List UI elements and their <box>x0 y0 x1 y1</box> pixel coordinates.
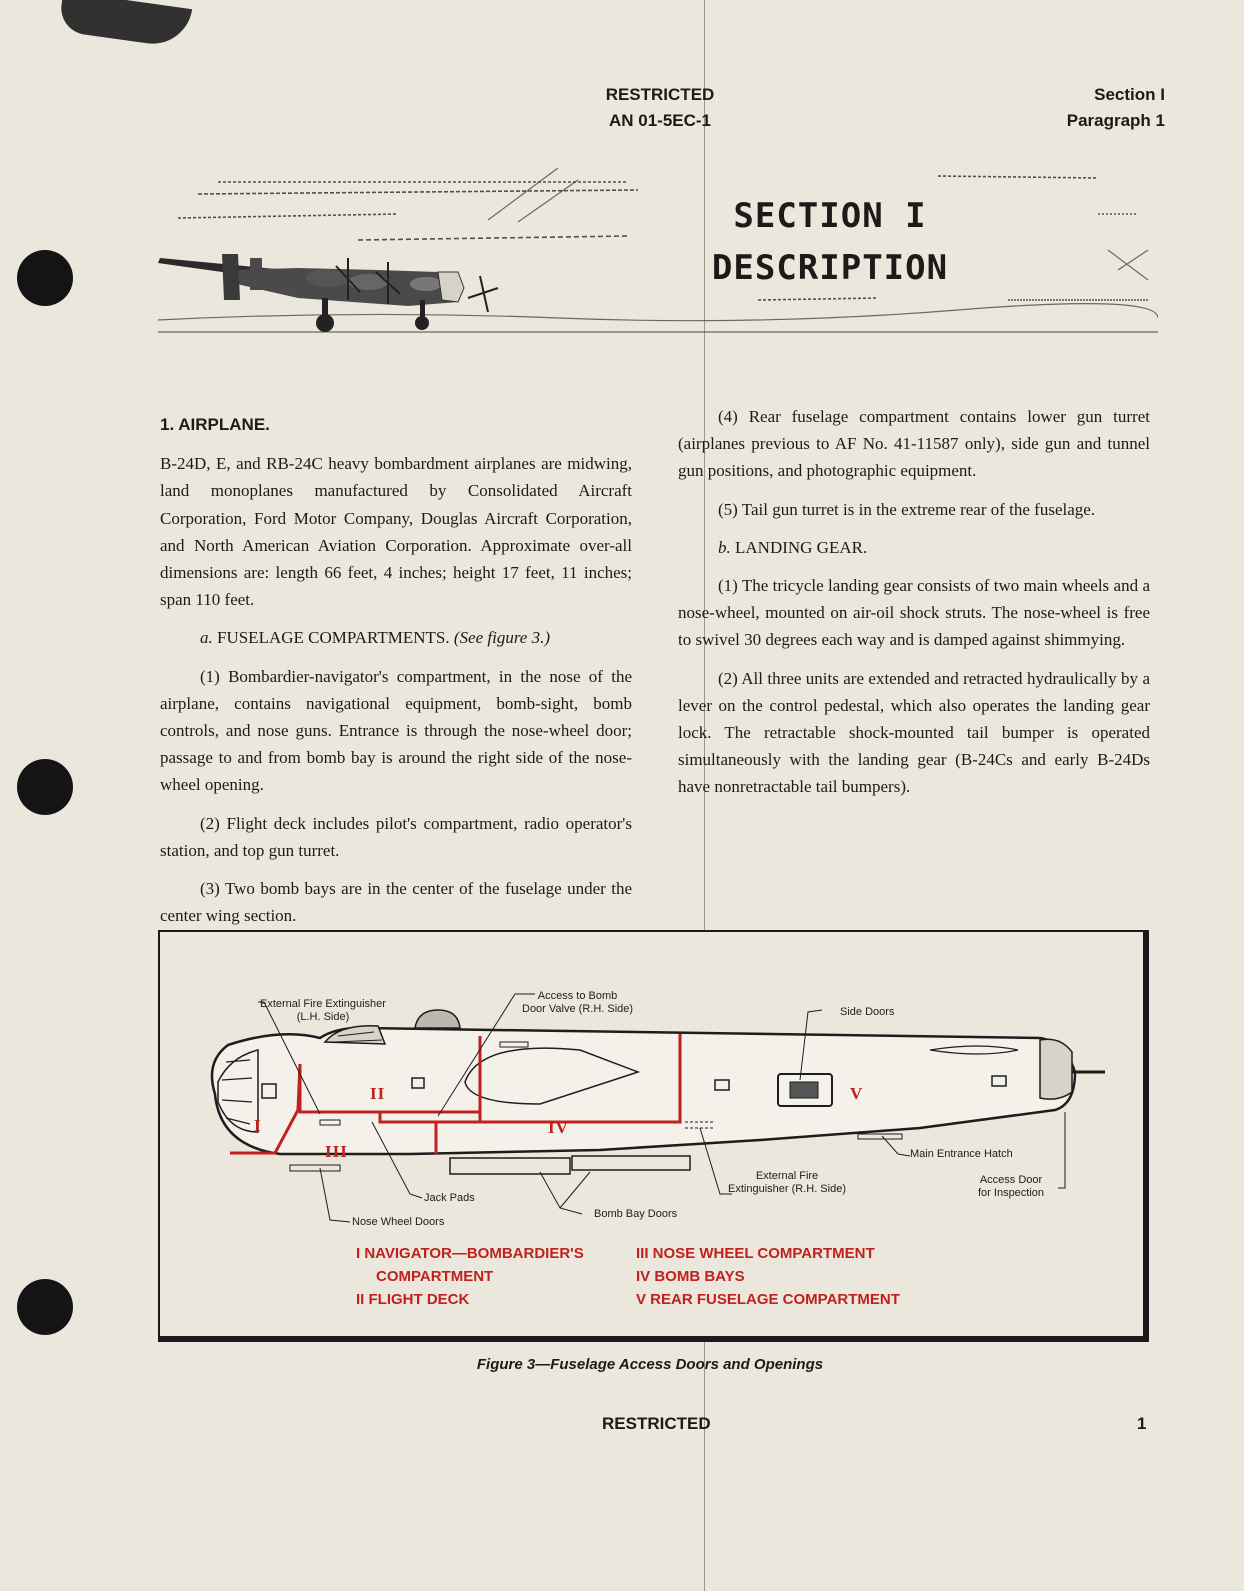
subsection-b-title: LANDING GEAR. <box>735 537 868 557</box>
left-column: 1. AIRPLANE. B-24D, E, and RB-24C heavy … <box>160 403 632 940</box>
zone-label-V: V <box>850 1084 864 1103</box>
binder-hole-bottom <box>17 1279 73 1335</box>
callout-ext-fire-lh-line1: External Fire Extinguisher <box>260 998 386 1010</box>
callout-nose-wheel-doors: Nose Wheel Doors <box>352 1216 445 1228</box>
callout-ext-fire-lh: External Fire Extinguisher (L.H. Side) <box>260 998 386 1024</box>
intro-paragraph: B-24D, E, and RB-24C heavy bombardment a… <box>160 454 632 610</box>
figure-3-diagram: External Fire Extinguisher (L.H. Side) A… <box>158 930 1149 1342</box>
section-title: SECTION I <box>733 196 927 236</box>
legend-item-I-cont: COMPARTMENT <box>376 1268 494 1285</box>
legend-left: I NAVIGATOR—BOMBARDIER'S COMPARTMENT II … <box>356 1242 584 1311</box>
zone-label-III: III <box>325 1142 348 1161</box>
header-right: Section I Paragraph 1 <box>1067 82 1165 134</box>
callout-access-door-line1: Access Door <box>979 1174 1043 1186</box>
paragraph-heading: 1. AIRPLANE. <box>160 415 270 434</box>
zone-label-I: I <box>254 1116 262 1135</box>
legend-item-V: V REAR FUSELAGE COMPARTMENT <box>636 1291 900 1308</box>
compartment-item-4: (4) Rear fuselage compartment contains l… <box>678 407 1150 481</box>
callout-access-bomb-line2: Door Valve (R.H. Side) <box>522 1003 634 1015</box>
right-column: (4) Rear fuselage compartment contains l… <box>678 403 1150 812</box>
zone-label-II: II <box>370 1084 386 1103</box>
binder-hole-middle <box>17 759 73 815</box>
callout-ext-fire-lh-line2: (L.H. Side) <box>296 1011 350 1023</box>
zone-label-IV: IV <box>548 1118 569 1137</box>
legend-item-II: II FLIGHT DECK <box>356 1291 470 1308</box>
section-reference: Section I <box>1094 85 1165 104</box>
callout-access-door-line2: for Inspection <box>978 1187 1045 1199</box>
fuselage-diagram <box>210 993 1105 1223</box>
legend-item-I: I NAVIGATOR—BOMBARDIER'S <box>356 1245 584 1262</box>
subsection-a-heading: a. FUSELAGE COMPARTMENTS. (See figure 3.… <box>160 624 632 651</box>
callout-ext-fire-rh: External Fire Extinguisher (R.H. Side) <box>728 1170 846 1196</box>
header-left: RESTRICTED AN 01-5EC-1 <box>600 82 720 134</box>
ink-smudge <box>57 0 193 49</box>
callout-jack-pads: Jack Pads <box>424 1192 475 1204</box>
page-crease <box>704 0 705 1591</box>
page-number: 1 <box>1137 1414 1147 1433</box>
callout-main-entrance-hatch: Main Entrance Hatch <box>910 1148 1013 1160</box>
footer-restricted: RESTRICTED <box>602 1414 711 1433</box>
section-subtitle: DESCRIPTION <box>711 248 949 288</box>
compartment-item-1: (1) Bombardier-navigator's compartment, … <box>160 666 632 795</box>
callout-access-door: Access Door for Inspection <box>978 1174 1044 1200</box>
subsection-a-title: FUSELAGE COMPARTMENTS. <box>217 628 450 648</box>
figure-reference: (See figure 3.) <box>453 628 551 648</box>
figure-caption: Figure 3—Fuselage Access Doors and Openi… <box>476 1356 824 1373</box>
callout-ext-fire-rh-line2: Extinguisher (R.H. Side) <box>728 1183 846 1195</box>
compartment-item-5: (5) Tail gun turret is in the extreme re… <box>718 499 1096 519</box>
legend-item-III: III NOSE WHEEL COMPARTMENT <box>636 1245 875 1262</box>
callout-bomb-bay-doors: Bomb Bay Doors <box>594 1208 678 1220</box>
restricted-marking: RESTRICTED <box>605 85 715 104</box>
callout-access-bomb-door-valve: Access to Bomb Door Valve (R.H. Side) <box>522 990 633 1016</box>
landing-gear-item-1: (1) The tricycle landing gear consists o… <box>678 576 1150 650</box>
compartment-item-3: (3) Two bomb bays are in the center of t… <box>160 879 632 926</box>
bomber-illustration <box>158 167 1158 333</box>
compartment-item-2: (2) Flight deck includes pilot's compart… <box>160 813 632 860</box>
subsection-b-heading: b. LANDING GEAR. <box>678 534 1150 561</box>
paragraph-reference: Paragraph 1 <box>1066 111 1165 130</box>
section-heading: SECTION I DESCRIPTION <box>700 190 960 294</box>
callout-ext-fire-rh-line1: External Fire <box>755 1170 819 1182</box>
legend-item-IV: IV BOMB BAYS <box>636 1268 745 1285</box>
callout-access-bomb-line1: Access to Bomb <box>537 990 618 1002</box>
binder-hole-top <box>17 250 73 306</box>
landing-gear-item-2: (2) All three units are extended and ret… <box>678 668 1150 797</box>
legend-right: III NOSE WHEEL COMPARTMENT IV BOMB BAYS … <box>636 1242 900 1311</box>
callout-side-doors: Side Doors <box>840 1006 895 1018</box>
subsection-b-letter: b. <box>718 537 731 557</box>
subsection-a-letter: a. <box>200 628 213 648</box>
document-number: AN 01-5EC-1 <box>608 111 712 130</box>
